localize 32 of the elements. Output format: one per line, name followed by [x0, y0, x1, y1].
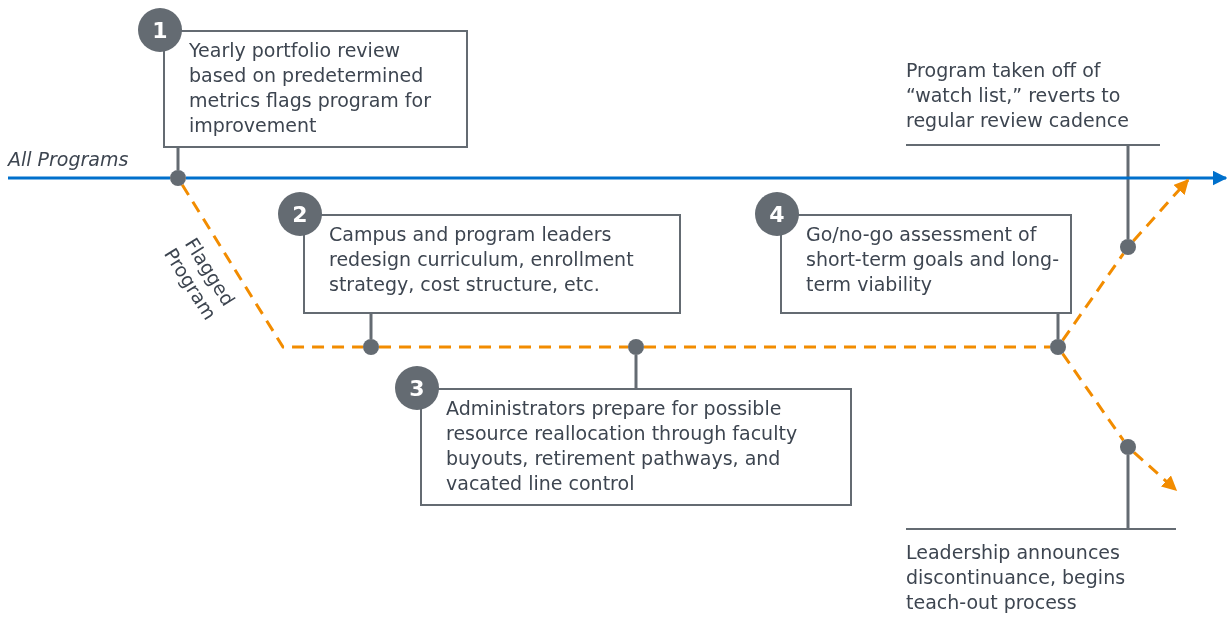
junction-dot: [1050, 339, 1066, 355]
step-number-badge: 4: [755, 192, 799, 236]
outcome-text: Program taken off of “watch list,” reverts to regular review cadence: [906, 58, 1130, 133]
path-line: [379, 345, 628, 349]
junction-dot: [628, 339, 644, 355]
junction-dot: [170, 170, 186, 186]
step-number-badge: 3: [395, 366, 439, 410]
path-line: [644, 345, 1050, 349]
leader-line: [634, 355, 638, 388]
leader-line: [176, 148, 180, 170]
junction-dot: [363, 339, 379, 355]
path-line: [8, 176, 170, 180]
arrow: [186, 170, 1227, 186]
outcome-text: Leadership announces discontinuance, begins teach-out process: [906, 541, 1126, 613]
arrow: [1132, 178, 1190, 243]
step-description: Go/no-go assessment of short-term goals and long-term viability: [806, 223, 1060, 295]
step-number-badge: 2: [278, 192, 322, 236]
leader-line: [1126, 146, 1130, 239]
path-line: [1061, 252, 1125, 342]
step-description: Administrators prepare for possible resource reallocation through faculty buyouts, retirement pathways, and vacated line control: [446, 397, 798, 494]
step-description: Yearly portfolio review based on predetermined metrics flags program for improvement: [189, 39, 431, 136]
path-line: [1061, 352, 1125, 442]
outcome-note: [906, 528, 1176, 614]
step-description: Campus and program leaders redesign curriculum, enrollment strategy, cost structure, etc.: [329, 223, 634, 295]
leader-line: [1126, 455, 1130, 528]
arrow: [1132, 451, 1178, 492]
junction-dot: [1120, 239, 1136, 255]
leader-line: [369, 314, 373, 339]
step-number-badge: 1: [138, 8, 182, 52]
path-line: [180, 184, 363, 349]
junction-dot: [1120, 439, 1136, 455]
leader-line: [1056, 314, 1060, 339]
